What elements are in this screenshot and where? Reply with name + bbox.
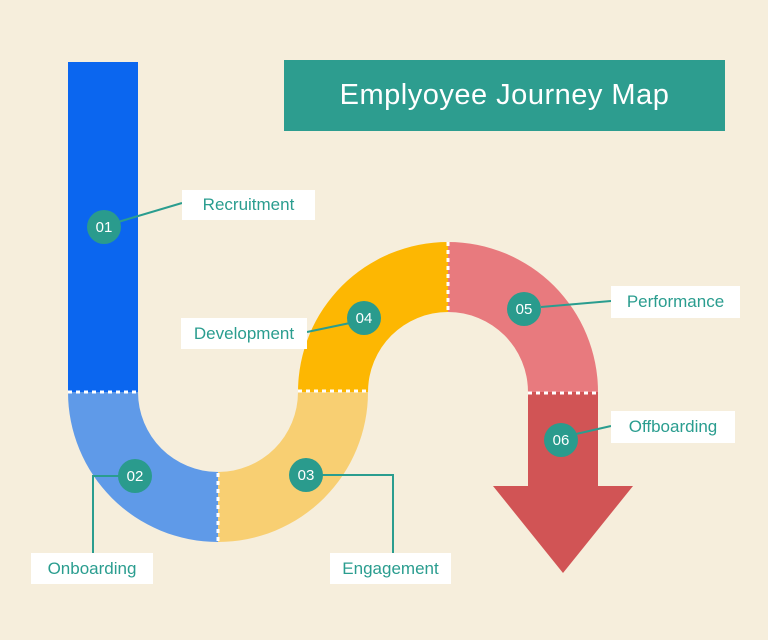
stage-number: 04 [355,309,373,327]
stage-label-text: Recruitment [202,195,295,214]
title-banner: Emplyoyee Journey Map [284,60,725,131]
stage-number: 05 [515,300,533,318]
connector-onboarding [92,475,121,554]
stage-label-text: Onboarding [47,558,137,578]
stage-label-text: Performance [626,292,725,311]
stage-number: 02 [126,467,144,485]
segment-offboarding-arrow [493,392,633,573]
stage-circle-06: 06 [544,423,578,457]
stage-label-onboarding: Onboarding [31,553,153,584]
stage-circle-05: 05 [507,292,541,326]
stage-circle-04: 04 [347,301,381,335]
stage-label-performance: Performance [611,286,740,318]
stage-label-text: Engagement [342,558,439,578]
connector-recruitment [117,202,183,223]
stage-label-engagement: Engagement [330,553,451,584]
stage-number: 06 [552,431,570,449]
stage-number: 03 [297,466,315,484]
stage-circle-03: 03 [289,458,323,492]
stage-circle-02: 02 [118,459,152,493]
stage-label-recruitment: Recruitment [182,190,315,220]
connector-development [306,322,351,333]
stage-label-offboarding: Offboarding [611,411,735,443]
stage-number: 01 [95,218,113,236]
connector-offboarding [575,425,612,435]
connector-performance [540,300,612,308]
page-title: Emplyoyee Journey Map [339,79,670,111]
stage-label-text: Development [193,323,295,343]
stage-label-development: Development [181,318,307,349]
stage-circle-01: 01 [87,210,121,244]
connector-engagement [320,474,394,554]
stage-label-text: Offboarding [628,417,718,436]
